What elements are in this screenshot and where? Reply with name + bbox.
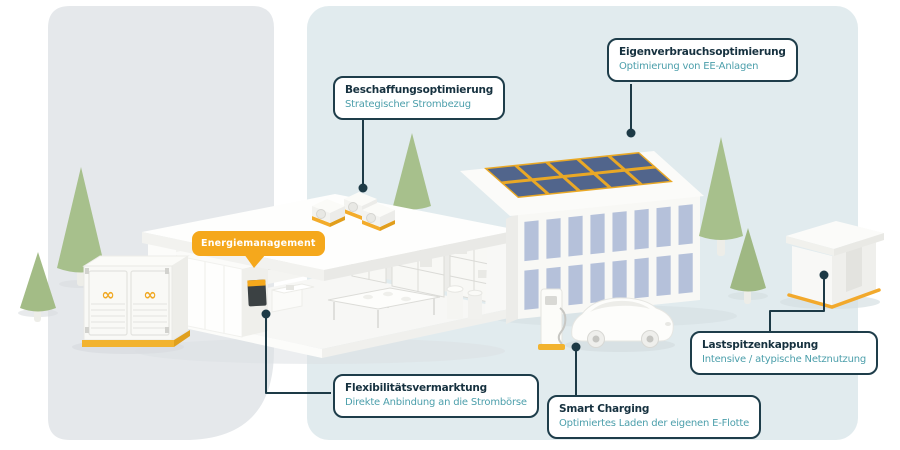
tree (730, 228, 766, 304)
callout-title: Flexibilitätsvermarktung (345, 382, 487, 394)
infinity-logo: ∞ (143, 285, 156, 304)
tree (20, 252, 56, 322)
connector-line (769, 277, 825, 332)
tree (699, 137, 743, 256)
rooftop-hvac-units (312, 192, 395, 231)
meeting-table (327, 287, 441, 328)
callout-subtitle: Strategischer Strombezug (345, 98, 471, 110)
callout-connectors (265, 84, 825, 396)
energiemanagement-bubble: Energiemanagement (192, 231, 325, 268)
electric-car (571, 297, 674, 348)
callout-eigenverbrauchsoptimierung: Eigenverbrauchsoptimierung Optimierung v… (607, 38, 798, 83)
callout-subtitle: Intensive / atypische Netznutzung (702, 353, 867, 365)
callout-title: Beschaffungsoptimierung (345, 84, 494, 96)
callout-title: Eigenverbrauchsoptimierung (619, 46, 786, 58)
connector-dot (358, 183, 368, 193)
energy-controller-device (247, 279, 267, 307)
callout-flexibilitaetsvermarktung: Flexibilitätsvermarktung Direkte Anbindu… (333, 374, 539, 419)
ev-charger (538, 288, 567, 350)
tree (57, 167, 105, 286)
windows (524, 204, 693, 310)
battery-container: ∞ ∞ (82, 255, 190, 347)
callout-title: Lastspitzenkappung (702, 339, 819, 351)
connector-dot (626, 128, 636, 138)
infinity-logo: ∞ (101, 285, 114, 304)
solar-building (460, 151, 704, 324)
callout-smart-charging: Smart Charging Optimiertes Laden der eig… (547, 395, 762, 440)
connector-dot (571, 342, 581, 352)
storage-cylinders (446, 285, 483, 319)
connector-line (265, 316, 331, 394)
kitchen-counter (271, 283, 315, 313)
callout-title: Smart Charging (559, 403, 650, 415)
callout-lastspitzenkappung: Lastspitzenkappung Intensive / atypische… (690, 331, 879, 376)
solar-panels (484, 152, 673, 198)
callout-beschaffungsoptimierung: Beschaffungsoptimierung Strategischer St… (333, 76, 506, 121)
callout-subtitle: Optimiertes Laden der eigenen E-Flotte (559, 417, 750, 429)
connector-dot (261, 309, 271, 319)
connector-dot (819, 270, 829, 280)
utility-building (786, 221, 884, 309)
callout-subtitle: Direkte Anbindung an die Strombörse (345, 396, 527, 408)
connector-dots (261, 128, 829, 352)
callout-subtitle: Optimierung von EE-Anlagen (619, 60, 759, 72)
